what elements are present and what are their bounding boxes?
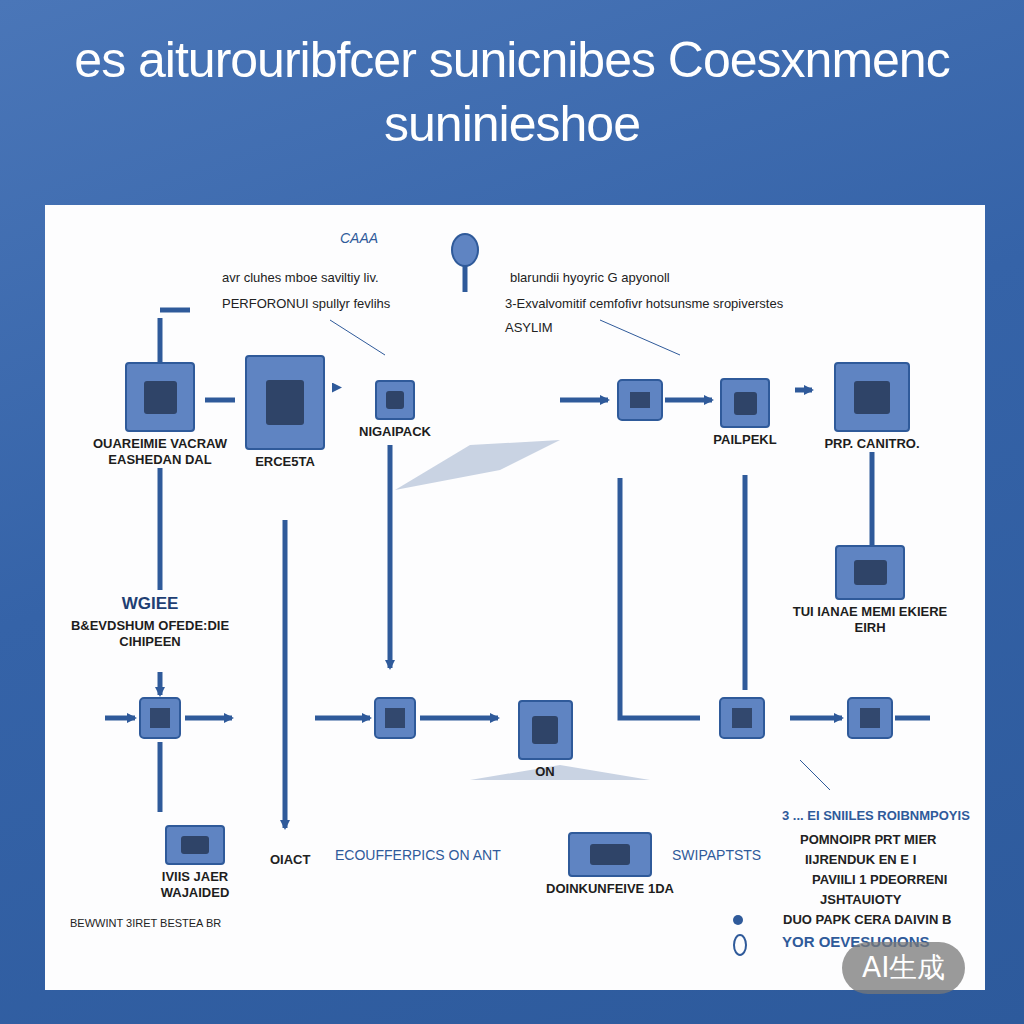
node-label: PRP. CANITRO. [812, 436, 932, 452]
annotation-label: IIJRENDUK EN E I [805, 852, 916, 868]
node-icon [720, 378, 770, 428]
node-label: IVIIS JAER WAJAIDED [131, 869, 259, 901]
annotation-label: DUO PAPK CERA DAIVIN B [783, 912, 951, 928]
node-label: OUAREIMIE VACRAW EASHEDAN DAL [71, 436, 249, 468]
process-node: ERCE5TA [230, 355, 340, 470]
annotation-label: POMNOIPR PRT MIER [800, 832, 937, 848]
process-node: PRP. CANITRO. [812, 362, 932, 452]
diagram-title: es aiturouribfcer sunicnibes Coesxnmenc … [20, 28, 1004, 156]
connector [795, 388, 812, 393]
node-icon [245, 355, 325, 450]
annotation-label: CAAA [340, 230, 378, 246]
process-node: OUAREIMIE VACRAW EASHEDAN DAL [71, 362, 249, 468]
process-node: WGIEE B&EVDSHUM OFEDE:DIE CIHIPEEN [51, 590, 249, 650]
node-label: NIGAIPACK [340, 424, 450, 440]
node-icon [568, 832, 652, 877]
node-label: WGIEE [51, 594, 249, 614]
connector [158, 468, 163, 590]
node-icon [165, 825, 225, 865]
process-node: NIGAIPACK [340, 380, 450, 440]
process-node: TUI IANAE MEMI EKIERE EIRH [791, 545, 949, 636]
node-label: TUI IANAE MEMI EKIERE EIRH [791, 604, 949, 636]
node-icon [835, 545, 905, 600]
node-label: ON [510, 764, 580, 780]
annotation-label: 3-Exvalvomitif cemfofivr hotsunsme sropi… [505, 296, 783, 312]
annotation-label: SWIPAPTSTS [672, 847, 761, 863]
annotation-label: PERFORONUI spullyr fevlihs [222, 296, 390, 312]
node-icon [125, 362, 195, 432]
node-icon [518, 700, 573, 760]
connector [870, 452, 875, 545]
node-icon [375, 380, 415, 420]
annotation-label: BEWWINT 3IRET BESTEA BR [70, 915, 221, 931]
node-label: B&EVDSHUM OFEDE:DIE CIHIPEEN [51, 618, 249, 650]
annotation-label: PAVIILI 1 PDEORRENI [812, 872, 947, 888]
process-node: DOINKUNFEIVE 1DA [542, 832, 678, 897]
annotation-label: JSHTAUIOTY [820, 892, 901, 908]
process-node: ON [510, 700, 580, 780]
node-icon [834, 362, 910, 432]
watermark: AI生成 [842, 942, 965, 994]
annotation-label: blarundii hyoyric G apyonoll [510, 270, 670, 286]
process-node: IVIIS JAER WAJAIDED [131, 825, 259, 901]
annotation-label: ECOUFFERPICS ON ANT [335, 847, 501, 863]
annotation-label: ASYLIM [505, 320, 553, 336]
annotation-label: 3 ... EI SNIILES ROIBNMPOYIS [782, 808, 970, 824]
annotation-label: OIACT [270, 852, 310, 868]
annotation-label: avr cluhes mboe saviltiy liv. [222, 270, 379, 286]
process-node: PAILPEKL [695, 378, 795, 448]
node-label: DOINKUNFEIVE 1DA [542, 881, 678, 897]
node-label: ERCE5TA [230, 454, 340, 470]
node-label: PAILPEKL [695, 432, 795, 448]
